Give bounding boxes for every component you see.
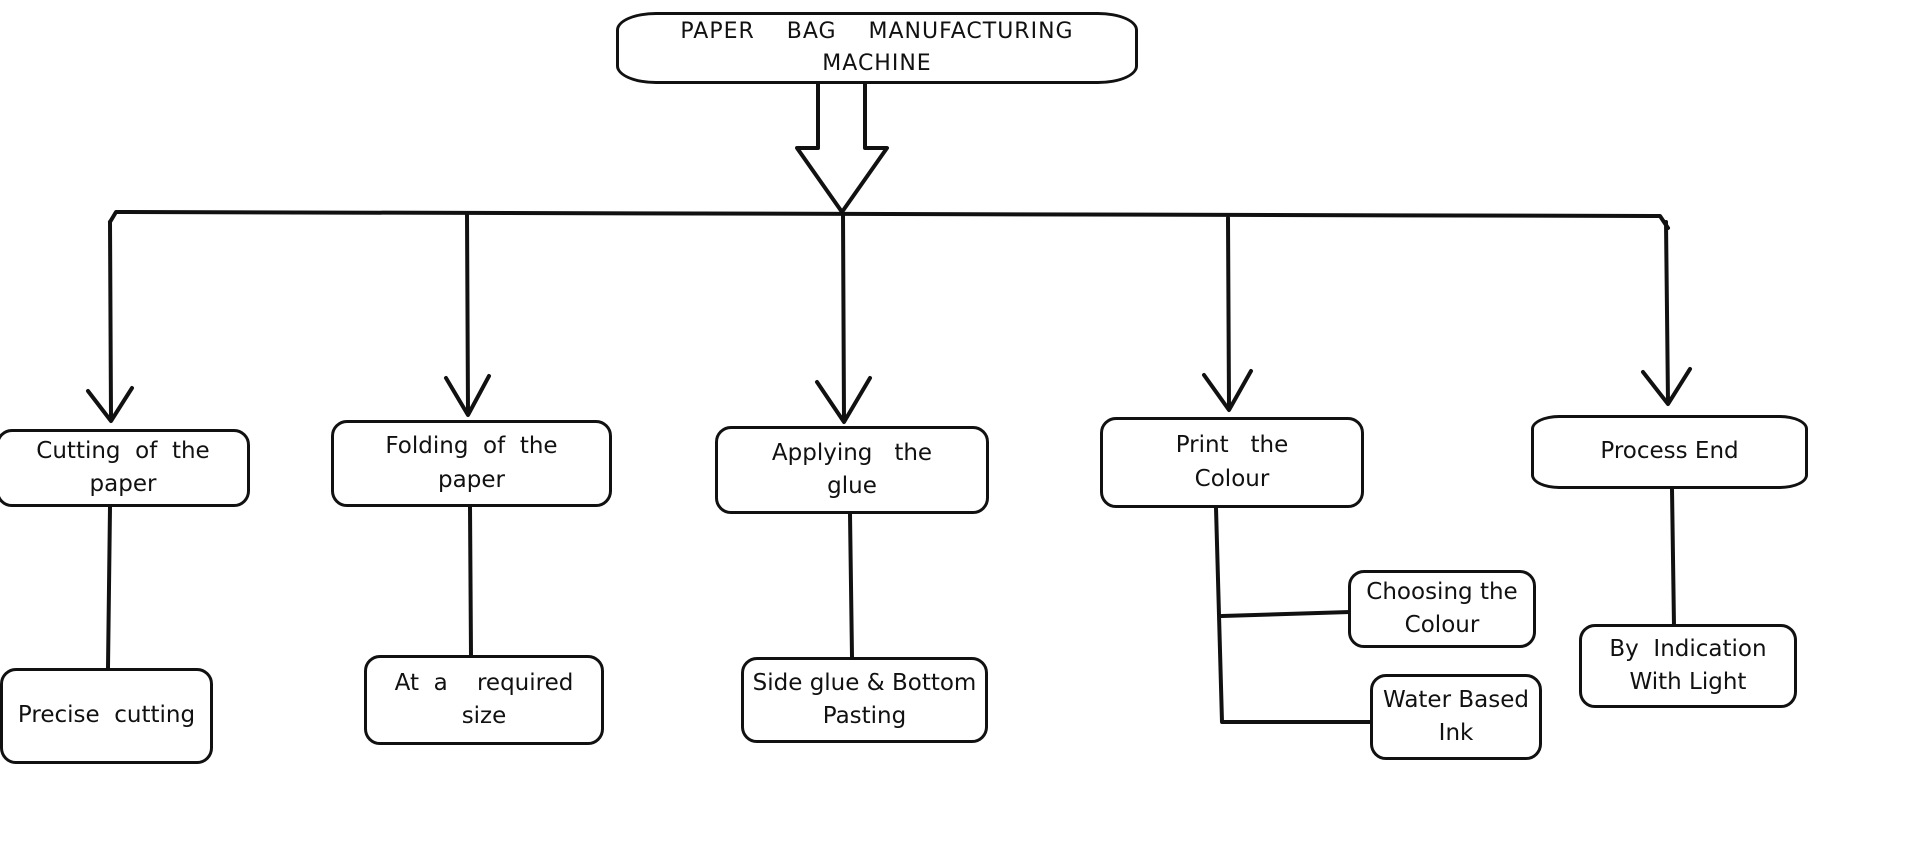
detail-node-required-size: At a required size (364, 655, 604, 745)
step-node-print: Print the Colour (1100, 417, 1364, 508)
title-node: PAPER BAG MANUFACTURING MACHINE (616, 12, 1138, 84)
step-node-folding: Folding of the paper (331, 420, 612, 507)
arrow-to-process-end (1641, 220, 1692, 406)
detail-node-precise-cutting: Precise cutting (0, 668, 213, 764)
main-bus-line (108, 210, 1670, 230)
step-label: Print the Colour (1175, 432, 1289, 492)
line-cutting-detail (106, 505, 112, 670)
detail-node-choosing-colour: Choosing the Colour (1348, 570, 1536, 648)
step-label: Process End (1600, 438, 1739, 465)
arrow-to-glue (815, 212, 872, 424)
step-label: Applying the glue (771, 439, 933, 499)
arrow-to-cutting (86, 220, 134, 423)
line-process-end-detail (1670, 487, 1676, 628)
title-text: PAPER BAG MANUFACTURING MACHINE (680, 19, 1074, 76)
arrow-to-print (1202, 216, 1253, 412)
detail-label: Precise cutting (17, 702, 196, 729)
line-print-choosing (1220, 610, 1352, 618)
step-node-glue: Applying the glue (715, 426, 989, 514)
detail-node-glue-pasting: Side glue & Bottom Pasting (741, 657, 988, 743)
step-node-process-end: Process End (1531, 415, 1808, 489)
detail-node-water-based-ink: Water Based Ink (1370, 674, 1542, 760)
detail-label: Side glue & Bottom Pasting (752, 669, 977, 729)
detail-node-indication-light: By Indication With Light (1579, 624, 1797, 708)
main-down-arrow (795, 82, 889, 214)
step-node-cutting: Cutting of the paper (0, 429, 250, 507)
detail-label: Choosing the Colour (1366, 578, 1518, 638)
step-label: Folding of the paper (385, 433, 558, 493)
arrow-to-folding (444, 212, 491, 417)
line-print-bracket (1214, 506, 1374, 724)
detail-label: Water Based Ink (1383, 686, 1529, 746)
line-folding-detail (468, 505, 473, 658)
line-glue-detail (848, 512, 854, 659)
step-label: Cutting of the paper (36, 437, 210, 497)
detail-label: By Indication With Light (1609, 635, 1767, 695)
detail-label: At a required size (394, 669, 574, 729)
